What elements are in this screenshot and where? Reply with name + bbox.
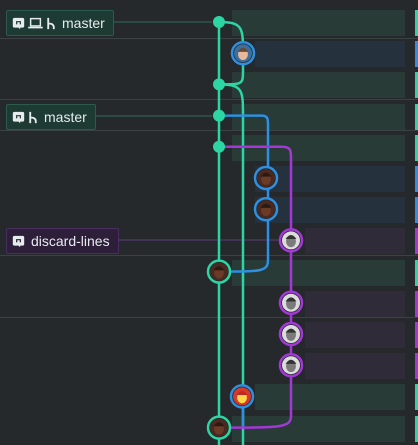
row-highlight	[232, 259, 405, 286]
row-highlight	[305, 322, 405, 348]
commit-row[interactable]	[0, 70, 418, 100]
row-color-marker	[415, 384, 418, 411]
row-color-marker	[415, 322, 418, 348]
github-icon	[12, 235, 25, 248]
ref-icons	[12, 111, 38, 124]
commit-row[interactable]	[0, 258, 418, 288]
commit-row[interactable]	[0, 164, 418, 194]
branch-icon	[46, 17, 56, 30]
laptop-icon	[28, 17, 43, 30]
commit-row[interactable]	[0, 351, 418, 381]
ref-name: discard-lines	[31, 233, 110, 249]
row-color-marker	[415, 353, 418, 380]
row-color-marker	[415, 41, 418, 68]
row-highlight	[232, 10, 405, 36]
row-highlight	[255, 197, 405, 224]
branch-icon	[28, 111, 38, 124]
commit-row[interactable]	[0, 39, 418, 69]
commit-avatar[interactable]	[278, 321, 304, 347]
ref-name: master	[44, 109, 87, 125]
ref-label-master-local[interactable]: master	[6, 10, 114, 36]
commit-row[interactable]	[0, 414, 418, 444]
commit-row[interactable]	[0, 320, 418, 350]
row-color-marker	[415, 259, 418, 286]
row-highlight	[232, 72, 405, 99]
commit-avatar[interactable]	[253, 196, 279, 222]
blue-branch-line	[218, 114, 270, 273]
row-divider	[0, 255, 418, 256]
row-highlight	[305, 353, 405, 380]
purple-branch-line	[218, 145, 293, 429]
commit-avatar[interactable]	[278, 228, 304, 253]
row-color-marker	[415, 10, 418, 36]
row-highlight	[255, 384, 405, 411]
row-highlight	[232, 415, 405, 442]
ref-label-master-remote[interactable]: master	[6, 104, 96, 130]
ref-label-discard-lines[interactable]: discard-lines	[6, 228, 119, 254]
commit-row[interactable]	[0, 195, 418, 225]
row-highlight	[305, 290, 405, 317]
row-highlight	[255, 166, 405, 192]
row-color-marker	[415, 228, 418, 255]
row-color-marker	[415, 415, 418, 442]
row-divider	[0, 317, 418, 318]
ref-icons	[12, 235, 25, 248]
commit-dot[interactable]	[213, 78, 225, 91]
row-highlight	[255, 41, 405, 68]
ref-name: master	[62, 15, 105, 31]
commit-avatar[interactable]	[253, 165, 279, 191]
row-divider	[0, 130, 418, 131]
commit-avatar[interactable]	[230, 40, 256, 66]
commit-avatar[interactable]	[278, 352, 304, 378]
commit-dot[interactable]	[213, 109, 225, 122]
commit-row[interactable]	[0, 226, 418, 256]
commit-dot[interactable]	[213, 16, 225, 28]
commit-avatar[interactable]	[229, 384, 255, 409]
commit-row[interactable]	[0, 8, 418, 38]
row-color-marker	[415, 197, 418, 224]
row-color-marker	[415, 103, 418, 130]
commit-dot[interactable]	[213, 140, 225, 153]
row-color-marker	[415, 166, 418, 192]
ref-icons	[12, 17, 56, 30]
row-highlight	[305, 228, 405, 255]
row-color-marker	[415, 72, 418, 99]
commit-avatar[interactable]	[206, 415, 232, 440]
commit-row[interactable]	[0, 289, 418, 319]
row-color-marker	[415, 290, 418, 317]
github-icon	[12, 111, 25, 124]
row-divider	[0, 99, 418, 100]
commit-avatar[interactable]	[206, 259, 232, 284]
github-icon	[12, 17, 25, 30]
row-divider	[0, 38, 418, 39]
commit-row[interactable]	[0, 382, 418, 412]
row-color-marker	[415, 134, 418, 161]
commit-avatar[interactable]	[278, 290, 304, 316]
